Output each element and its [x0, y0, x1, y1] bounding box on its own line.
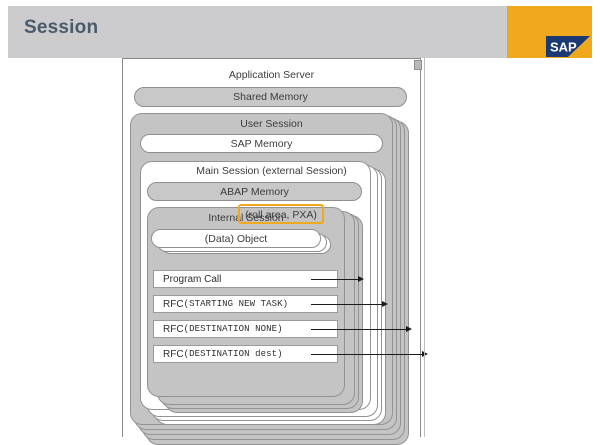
- arrow-line-rfc-starting-new-task: [311, 304, 383, 305]
- call-row-rfc-starting-new-task: RFC(STARTING NEW TASK): [153, 295, 338, 313]
- abap-memory-box: ABAP Memory: [147, 182, 362, 201]
- main-session-label: Main Session (external Session): [196, 165, 347, 177]
- call-label-rfc-1: RFC: [163, 298, 184, 310]
- sap-memory-box: SAP Memory: [140, 134, 383, 153]
- arrow-head-program-call: [358, 276, 364, 282]
- svg-text:SAP: SAP: [550, 40, 577, 55]
- call-label-rfc-2: RFC: [163, 323, 184, 335]
- header-bar: Session: [8, 6, 507, 58]
- arrow-line-rfc-destination-dest: [311, 354, 423, 355]
- internal-session-label: Internal Session: [208, 212, 284, 224]
- arrow-line-program-call: [311, 279, 359, 280]
- page-title: Session: [24, 17, 99, 38]
- right-rail-divider: [424, 58, 425, 437]
- call-arg-rfc-3: (DESTINATION dest): [183, 349, 283, 359]
- highlight-roll-area-pxa: (roll area, PXA): [238, 204, 324, 224]
- sap-logo-block: SAP: [507, 6, 592, 58]
- call-arg-rfc-1: (STARTING NEW TASK): [183, 299, 289, 309]
- highlight-label: (roll area, PXA): [245, 209, 317, 221]
- arrow-head-rfc-destination-none: [406, 326, 412, 332]
- arrow-line-rfc-destination-none: [311, 329, 407, 330]
- application-server-label: Application Server: [228, 69, 315, 81]
- call-row-rfc-destination-dest: RFC(DESTINATION dest): [153, 345, 338, 363]
- arrow-head-rfc-starting-new-task: [382, 301, 388, 307]
- call-label-program-call: Program Call: [163, 273, 222, 285]
- call-row-program-call: Program Call: [153, 270, 338, 288]
- data-object-box: (Data) Object: [151, 229, 321, 248]
- diagram-frame: Application Server Shared Memory User Se…: [122, 58, 428, 445]
- shared-memory-box: Shared Memory: [134, 87, 407, 107]
- sap-logo-icon: SAP: [546, 36, 590, 57]
- user-session-label: User Session: [240, 118, 303, 130]
- arrow-head-rfc-destination-dest: [422, 351, 428, 357]
- scrollbar-thumb[interactable]: [414, 60, 422, 70]
- call-label-rfc-3: RFC: [163, 348, 184, 360]
- call-arg-rfc-2: (DESTINATION NONE): [183, 324, 283, 334]
